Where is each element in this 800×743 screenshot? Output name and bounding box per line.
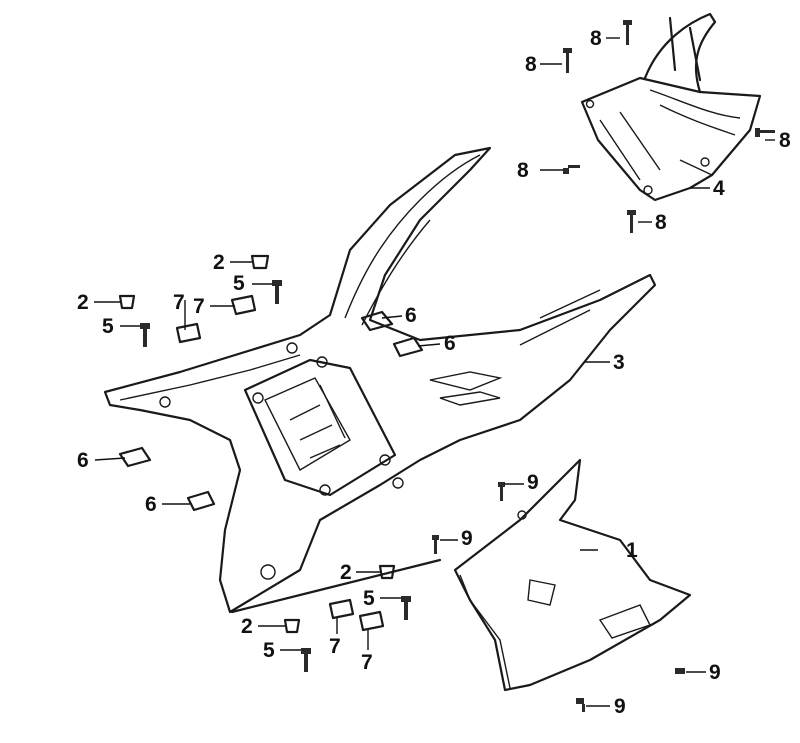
callout-9: 9: [709, 661, 721, 684]
callout-6: 6: [145, 493, 157, 516]
callout-9: 9: [527, 471, 539, 494]
callout-3: 3: [613, 351, 625, 374]
callout-2: 2: [77, 291, 89, 314]
part-1-under-cover: [453, 458, 692, 692]
callout-8: 8: [517, 159, 529, 182]
callout-2: 2: [241, 615, 253, 638]
callout-9: 9: [614, 695, 626, 718]
callout-8: 8: [525, 53, 537, 76]
part-2-floor-panel: [103, 146, 657, 614]
callout-9: 9: [461, 527, 473, 550]
callout-2: 2: [213, 251, 225, 274]
callout-6: 6: [77, 449, 89, 472]
callout-7: 7: [173, 291, 185, 314]
callout-5: 5: [233, 272, 245, 295]
callout-7: 7: [329, 635, 341, 658]
part-4-rear-cover: [580, 12, 762, 202]
callout-1: 1: [626, 539, 638, 562]
callout-6: 6: [405, 304, 417, 327]
callout-8: 8: [655, 211, 667, 234]
leader-lines: [94, 37, 775, 707]
callout-6: 6: [444, 332, 456, 355]
callout-7: 7: [193, 295, 205, 318]
callout-8: 8: [779, 129, 791, 152]
callout-5: 5: [102, 315, 114, 338]
callout-2: 2: [340, 561, 352, 584]
callout-5: 5: [263, 639, 275, 662]
callout-7: 7: [361, 651, 373, 674]
callout-8: 8: [590, 27, 602, 50]
callout-4: 4: [713, 177, 725, 200]
callout-5: 5: [363, 587, 375, 610]
fasteners: [118, 20, 775, 712]
